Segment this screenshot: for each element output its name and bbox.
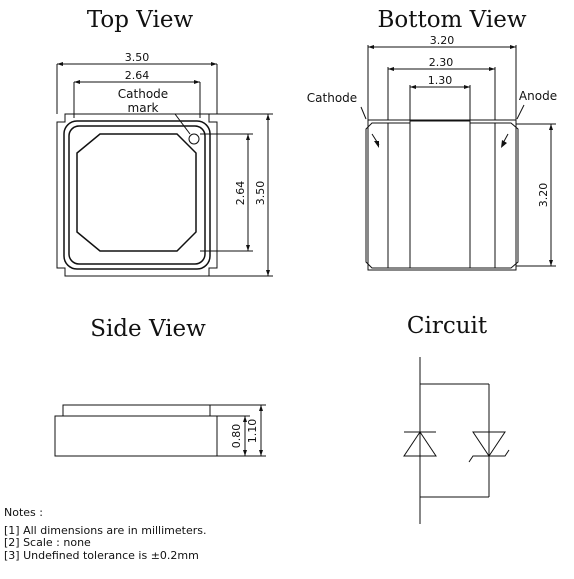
bottom-right-pad [494,122,519,269]
cathode-label: Cathode [307,91,357,105]
side-body-height-label: 0.80 [230,424,243,449]
bottom-center-pad-dimension: 1.30 [409,74,471,120]
notes-block: Notes : [1] All dimensions are in millim… [4,506,207,562]
bottom-center-pad-label: 1.30 [428,74,453,87]
bottom-view: Bottom View 3.20 2.30 1.30 [307,7,557,271]
cathode-leader [360,106,367,120]
side-total-height-label: 1.10 [246,419,259,444]
cathode-pad-arrow [374,141,379,148]
note-item-2: [2] Scale : none [4,536,91,549]
notes-heading: Notes : [4,506,43,519]
zener-diode-icon [468,431,510,463]
top-view: Top View 3.50 2.64 Cathode mark [56,7,273,277]
bottom-center-pad [409,120,471,269]
bottom-height-dimension: 3.20 [516,123,556,267]
side-view: Side View 0.80 1.10 [54,316,266,457]
bottom-height-label: 3.20 [537,183,550,208]
anode-leader [516,104,525,120]
top-width-dimension: 3.50 [56,51,218,114]
top-reflector-ring-outer [63,120,211,270]
side-lens-layer [62,404,211,417]
side-body [54,415,218,457]
anode-label: Anode [519,89,557,103]
cathode-mark-circle [188,133,200,145]
top-view-title: Top View [87,7,194,33]
top-inner-height-dimension: 2.64 [200,133,253,252]
note-item-1: [1] All dimensions are in millimeters. [4,523,207,537]
anode-pad-arrow [501,140,507,148]
bottom-pad-span-dimension: 2.30 [387,56,496,120]
bottom-width-dimension: 3.20 [367,34,517,120]
top-inner-height-label: 2.64 [234,181,247,206]
top-inner-width-dimension: 2.64 [73,69,201,118]
circuit-title: Circuit [407,313,488,339]
cathode-mark-label-2: mark [128,101,159,115]
bottom-pad-span-label: 2.30 [429,56,454,69]
diode-icon [403,431,437,457]
bottom-view-title: Bottom View [377,7,526,33]
top-inner-width-label: 2.64 [125,69,150,82]
top-lens-octagon [76,133,197,252]
cathode-mark-label-1: Cathode [118,87,168,101]
bottom-width-label: 3.20 [430,34,455,47]
cathode-mark-leader [174,113,191,135]
bottom-package-outline [367,119,517,271]
circuit-view: Circuit [403,313,510,524]
note-item-3: [3] Undefined tolerance is ±0.2mm [4,548,199,562]
top-height-label: 3.50 [254,181,267,206]
top-height-dimension: 3.50 [209,113,273,277]
side-total-height-dimension: 1.10 [210,404,266,456]
side-view-title: Side View [90,316,206,342]
top-reflector-ring-inner [68,125,206,265]
side-body-height-dimension: 0.80 [217,415,266,457]
top-width-label: 3.50 [125,51,150,64]
